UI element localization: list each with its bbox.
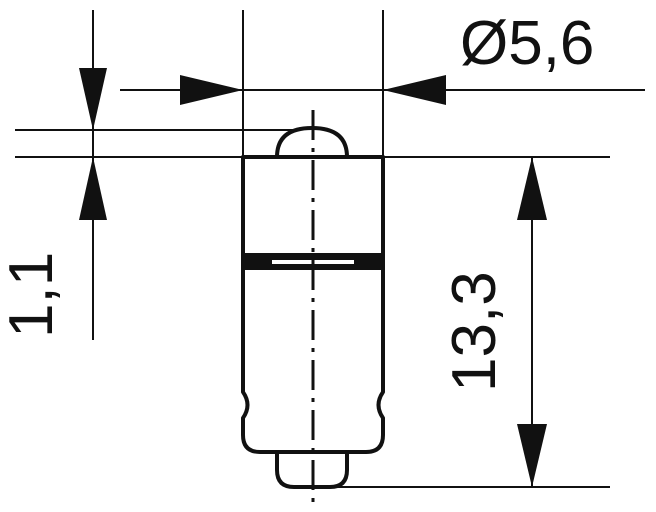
height-arrow-down — [517, 424, 547, 487]
cap-arrow-down — [79, 68, 107, 130]
height-label: 13,3 — [440, 271, 509, 392]
diameter-dimension — [120, 75, 645, 105]
height-dimension — [517, 157, 547, 487]
diameter-arrow-left — [180, 75, 243, 105]
cap-dimension — [79, 68, 107, 220]
cap-height-label: 1,1 — [0, 252, 66, 338]
diameter-label: Ø5,6 — [460, 9, 594, 78]
height-arrow-up — [517, 157, 547, 220]
lamp-body — [241, 155, 385, 454]
extension-lines — [92, 10, 384, 340]
cap-arrow-up — [79, 157, 107, 220]
diameter-arrow-right — [383, 75, 446, 105]
